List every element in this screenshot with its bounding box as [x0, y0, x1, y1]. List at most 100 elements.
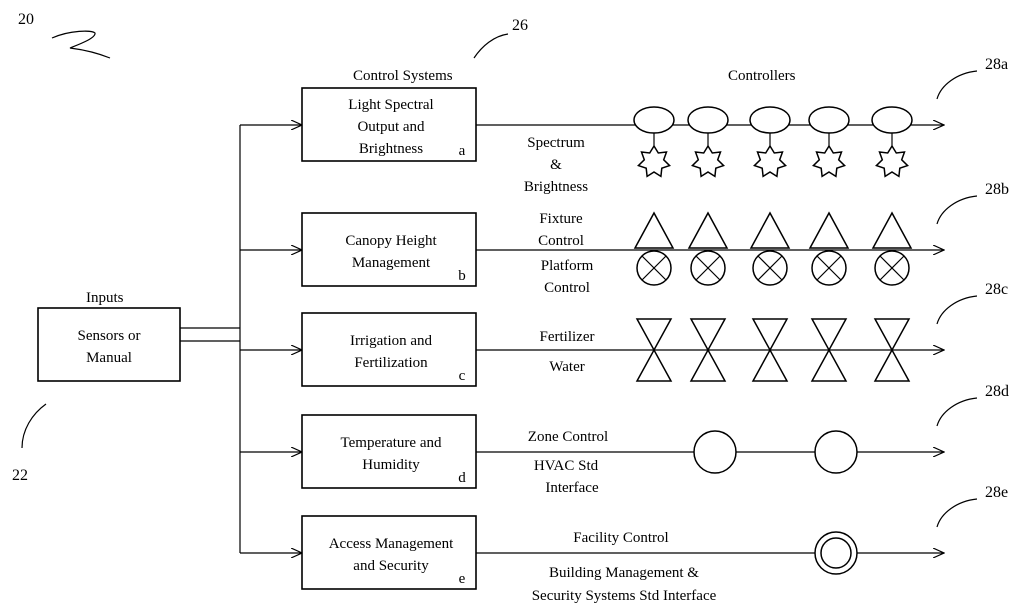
hvac-circle-icon [814, 430, 858, 474]
system-ref-leader [936, 70, 978, 100]
star-light-icon [637, 144, 671, 178]
valve-bottom-icon [873, 348, 911, 382]
inputs-ref: 22 [12, 467, 28, 484]
triangle-icon [871, 211, 913, 249]
system-upper-label: Fertilizer [540, 329, 595, 345]
system-ref-label: 28d [985, 383, 1009, 400]
system-ref-leader [936, 397, 978, 427]
system-upper-label: Zone Control [528, 429, 608, 445]
irrigation-controller [810, 318, 848, 382]
system-lower-label: Brightness [524, 179, 588, 195]
controllers-heading: Controllers [728, 68, 796, 84]
cross-stroke [757, 255, 783, 281]
system-title-line: and Security [353, 558, 429, 574]
system-letter: e [459, 571, 466, 587]
system-lower-label: HVAC Std [534, 458, 599, 474]
system-ref-leader [936, 295, 978, 325]
system-lower-label: Interface [545, 480, 599, 496]
system-title-line: Light Spectral [348, 97, 433, 113]
cross-stroke [816, 255, 842, 281]
canopy-controller [687, 211, 729, 286]
system-lower-label: Platform [541, 258, 594, 274]
hvac-circle-icon [693, 430, 737, 474]
light-controller [871, 106, 913, 178]
star-light-icon [812, 144, 846, 178]
system-title-line: Humidity [362, 457, 420, 473]
valve-top-icon [635, 318, 673, 352]
oval-light-icon [871, 106, 913, 134]
light-controller [808, 106, 850, 178]
system-title-line: Fertilization [354, 355, 428, 371]
valve-bottom-icon [689, 348, 727, 382]
no-entry-bar-inner [826, 543, 846, 563]
system-upper-label: Fixture [539, 211, 583, 227]
canopy-controller [633, 211, 675, 286]
system-ref-label: 28e [985, 484, 1008, 501]
valve-top-icon [810, 318, 848, 352]
oval-light-icon [808, 106, 850, 134]
light-controller [687, 106, 729, 178]
irrigation-controller [873, 318, 911, 382]
oval-light-icon [687, 106, 729, 134]
triangle-icon [633, 211, 675, 249]
system-title-line: Access Management [329, 536, 454, 552]
inputs-heading: Inputs [86, 290, 124, 306]
system-title-line: Temperature and [341, 435, 442, 451]
oval-light-icon [749, 106, 791, 134]
triangle-icon [687, 211, 729, 249]
system-lower-label: & [550, 157, 562, 173]
system-ref-label: 28b [985, 181, 1009, 198]
input-box: Sensors or Manual [37, 307, 181, 382]
system-upper-label: Facility Control [573, 530, 668, 546]
canopy-controller [871, 211, 913, 286]
system-lower-label: Spectrum [527, 135, 585, 151]
system-lower-label: Control [544, 280, 590, 296]
triangle-icon [749, 211, 791, 249]
system-title-line: Output and [357, 119, 425, 135]
irrigation-controller [635, 318, 673, 382]
system-access: Access Management and Security e 28eFacilit… [240, 484, 1008, 604]
system-ref-label: 28a [985, 56, 1008, 73]
system-ref-label: 28c [985, 281, 1008, 298]
control-systems-ref: 26 [512, 17, 528, 34]
control-systems-heading: Control Systems [353, 68, 453, 84]
valve-bottom-icon [635, 348, 673, 382]
canopy-controller [808, 211, 850, 286]
cross-stroke [641, 255, 667, 281]
system-title-line: Canopy Height [345, 233, 437, 249]
figure-ref-squiggle [51, 30, 111, 59]
valve-top-icon [751, 318, 789, 352]
figure-ref-20: 20 [18, 11, 34, 28]
system-box [301, 312, 477, 387]
system-upper-label: Control [538, 233, 584, 249]
system-letter: b [458, 268, 466, 284]
star-light-icon [875, 144, 909, 178]
valve-top-icon [689, 318, 727, 352]
inputs-ref-leader [21, 403, 47, 449]
star-light-icon [691, 144, 725, 178]
system-lower-label: Water [549, 359, 584, 375]
system-ref-leader [936, 498, 978, 528]
system-box [301, 212, 477, 287]
cross-stroke [879, 255, 905, 281]
system-lower-label: Security Systems Std Interface [532, 588, 717, 604]
system-title-line: Irrigation and [350, 333, 433, 349]
star-light-icon [753, 144, 787, 178]
system-letter: d [458, 470, 466, 486]
system-box [301, 515, 477, 590]
oval-light-icon [633, 106, 675, 134]
valve-bottom-icon [810, 348, 848, 382]
system-letter: a [459, 143, 466, 159]
input-box-line-1: Sensors or [78, 328, 141, 344]
control-systems-ref-leader [473, 33, 509, 59]
system-box [301, 87, 477, 162]
system-box [301, 414, 477, 489]
system-title-line: Management [352, 255, 431, 271]
irrigation-controller [689, 318, 727, 382]
irrigation-controller [751, 318, 789, 382]
